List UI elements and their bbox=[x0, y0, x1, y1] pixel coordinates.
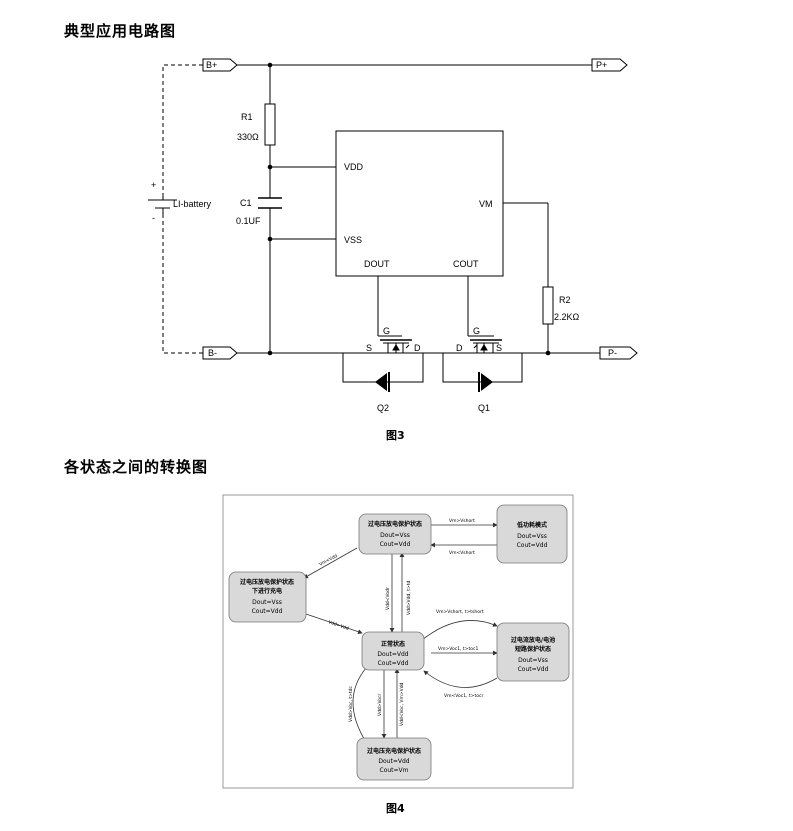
r1-name: R1 bbox=[241, 112, 253, 122]
c1-name: C1 bbox=[240, 198, 252, 208]
state-over-discharge-line1: Dout=Vss bbox=[380, 532, 410, 539]
state-ovc-line1: Dout=Vss bbox=[252, 599, 282, 606]
state-oc-title2: 短路保护状态 bbox=[515, 645, 551, 653]
ic-dout-label: DOUT bbox=[364, 259, 390, 269]
transition-normal-oc-mid: Vm>Voc1, t>toc1 bbox=[438, 646, 478, 652]
transition-normal-od: Vdd<Vodr bbox=[385, 587, 391, 610]
port-pplus-label: P+ bbox=[596, 60, 607, 70]
state-over-discharge-title: 过电压放电保护状态 bbox=[368, 520, 422, 528]
q2-gate-label: G bbox=[383, 326, 390, 336]
section-title-circuit: 典型应用电路图 bbox=[64, 22, 177, 40]
state-ocp-line2: Cout=Vm bbox=[380, 767, 409, 774]
mosfet-q1 bbox=[470, 339, 502, 353]
port-pplus bbox=[591, 58, 628, 72]
q1-drain-label: D bbox=[456, 343, 463, 353]
r2-value: 2.2KΩ bbox=[554, 312, 580, 322]
port-bplus bbox=[202, 58, 238, 72]
battery-minus: - bbox=[152, 213, 155, 223]
state-low-power bbox=[496, 504, 568, 564]
transition-normal-oc-top: Vm>Vshort, t>tshort bbox=[436, 609, 484, 615]
state-transition-diagram: 过电压放电保护状态 Dout=Vss Cout=Vdd 低功耗模式 Dout=V… bbox=[222, 494, 574, 789]
q2-name: Q2 bbox=[377, 403, 389, 413]
state-normal-line1: Dout=Vdd bbox=[377, 651, 408, 658]
application-circuit-diagram: B+ B- P+ P- R1 330Ω C1 0.1UF + - LI-batt… bbox=[148, 58, 638, 413]
q1-source-label: S bbox=[496, 343, 502, 353]
r2-name: R2 bbox=[559, 295, 571, 305]
state-normal-title: 正常状态 bbox=[381, 640, 405, 648]
q1-name: Q1 bbox=[478, 403, 490, 413]
battery-label: LI-battery bbox=[173, 199, 212, 209]
port-bminus bbox=[202, 346, 238, 360]
ic-vdd-label: VDD bbox=[344, 162, 364, 172]
port-pminus-label: P- bbox=[608, 348, 617, 358]
port-bplus-label: B+ bbox=[206, 60, 217, 70]
diode-q1 bbox=[478, 372, 493, 392]
state-low-power-line1: Dout=Vss bbox=[517, 533, 547, 540]
r1-value: 330Ω bbox=[237, 132, 259, 142]
diode-q2 bbox=[375, 372, 390, 392]
transition-od-normal: Vdd>Vdd, t>td bbox=[406, 580, 412, 615]
section-title-state-transitions: 各状态之间的转换图 bbox=[64, 458, 209, 476]
ic-vss-label: VSS bbox=[344, 235, 362, 245]
transition-lp-od: Vm<Vshort bbox=[449, 550, 475, 556]
state-low-power-line2: Cout=Vdd bbox=[517, 542, 548, 549]
c1-value: 0.1UF bbox=[236, 216, 261, 226]
state-over-discharge bbox=[358, 513, 432, 555]
state-over-current bbox=[496, 622, 570, 682]
state-ovc-line2: Cout=Vdd bbox=[252, 608, 283, 615]
resistor-r1 bbox=[264, 103, 276, 146]
state-oc-line2: Cout=Vdd bbox=[518, 666, 549, 673]
resistor-r2 bbox=[542, 286, 554, 325]
state-low-power-title: 低功耗模式 bbox=[516, 521, 547, 529]
state-over-discharge-charging bbox=[228, 571, 307, 623]
battery-plus: + bbox=[151, 180, 156, 190]
ic-cout-label: COUT bbox=[453, 259, 479, 269]
state-ovc-title1: 过电压放电保护状态 bbox=[240, 578, 294, 586]
state-ocp-title: 过电压充电保护状态 bbox=[367, 747, 421, 755]
q1-gate-label: G bbox=[473, 326, 480, 336]
port-pminus bbox=[599, 346, 638, 360]
state-normal-line2: Cout=Vdd bbox=[378, 660, 409, 667]
q2-drain-label: D bbox=[414, 343, 421, 353]
mosfet-q2 bbox=[380, 339, 412, 353]
transition-normal-ocp-left: Vdd>Voc, t>tdc bbox=[348, 685, 354, 722]
transition-oc-normal: Vm<Voc1, t>tocr bbox=[444, 693, 483, 699]
transition-normal-ocp-mid: Vdd>Vocr bbox=[377, 693, 383, 716]
protection-ic bbox=[335, 130, 504, 277]
state-normal bbox=[361, 631, 425, 671]
state-ocp-line1: Dout=Vdd bbox=[378, 758, 409, 765]
state-over-discharge-line2: Cout=Vdd bbox=[380, 541, 411, 548]
transition-od-lp: Vm>Vshort bbox=[449, 518, 475, 524]
ic-vm-label: VM bbox=[479, 199, 493, 209]
transition-ocp-normal: Vdd<Voc, Vm>Vdd bbox=[399, 682, 405, 726]
figure-caption-4: 图4 bbox=[386, 802, 405, 815]
state-ovc-title2: 下进行充电 bbox=[252, 587, 282, 595]
figure-caption-3: 图3 bbox=[386, 429, 405, 442]
port-bminus-label: B- bbox=[208, 348, 217, 358]
state-oc-line1: Dout=Vss bbox=[518, 657, 548, 664]
q2-source-label: S bbox=[366, 343, 372, 353]
state-over-charge bbox=[356, 737, 432, 781]
state-oc-title1: 过电流放电/电池 bbox=[511, 636, 555, 644]
